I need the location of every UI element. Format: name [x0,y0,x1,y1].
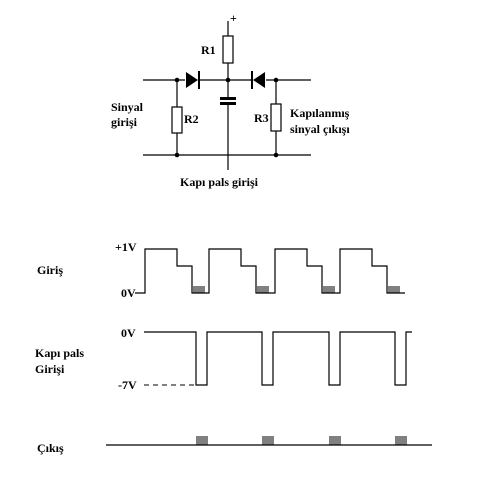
supply-plus-label: + [230,11,237,25]
circuit-schematic: + R1 R2 R3 Sinyal girişi Kapılanmış siny… [111,11,350,189]
input-waveform [135,248,405,294]
output-gated-marks [196,436,407,445]
input-zero-level-label: 0V [121,286,136,300]
r1-label: R1 [201,43,216,57]
gated-output-label-line1: Kapılanmış [290,106,350,120]
r3-label: R3 [254,111,269,125]
resistor-r2 [171,106,183,134]
gate-low-level-label: -7V [118,378,137,392]
diode-2 [251,71,265,89]
gate-pulse-input-label: Kapı pals girişi [180,175,259,189]
r2-label: R2 [184,112,199,126]
signal-input-label-line1: Sinyal [111,100,144,114]
diode-1 [186,71,200,89]
gate-zero-level-label: 0V [121,326,136,340]
resistor-r3 [270,103,282,132]
signal-input-label-line2: girişi [111,115,138,129]
timing-diagram: Giriş +1V 0V Kapı pals Girişi 0V -7V Çık… [35,240,432,455]
capacitor-plate-bottom [220,102,236,105]
capacitor-plate-top [220,97,236,100]
input-ringing-marks [193,286,400,293]
gate-waveform-title-line1: Kapı pals [35,346,84,360]
input-top-level-label: +1V [115,240,137,254]
gated-output-label-line2: sinyal çıkışı [290,122,350,136]
resistor-r1 [222,35,234,64]
gate-waveform-title-line2: Girişi [35,362,65,376]
input-waveform-title: Giriş [37,263,63,277]
gate-pulse-waveform [144,331,412,386]
output-waveform-title: Çıkış [37,441,64,455]
